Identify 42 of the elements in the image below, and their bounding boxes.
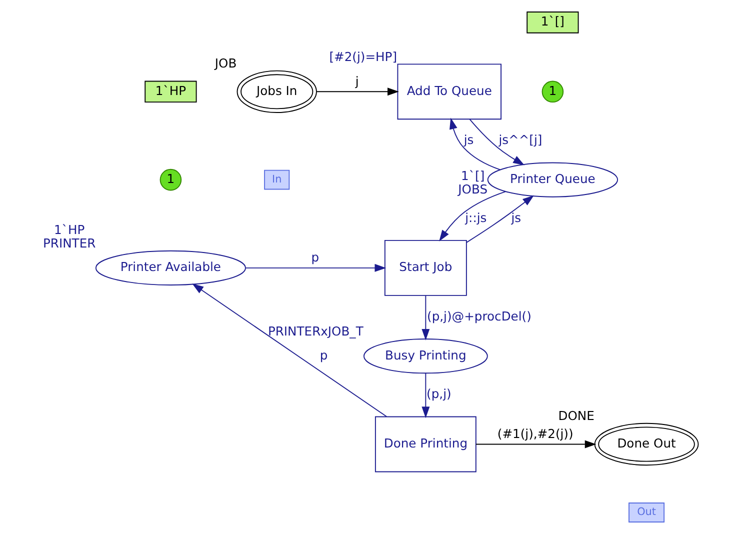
node-box: In — [264, 170, 290, 190]
arrow — [468, 118, 524, 166]
node-ellipse: Printer Queue — [486, 162, 618, 198]
node-ellipse: Done Out — [594, 422, 698, 466]
edge-label: p — [310, 250, 319, 265]
node-ellipse: Jobs In — [236, 70, 316, 113]
node-box: Start Job — [384, 240, 466, 296]
node-label: PRINTERxJOB_T — [267, 324, 363, 339]
node-label: PRINTER — [42, 236, 96, 250]
arrow — [244, 264, 386, 272]
arrow — [449, 118, 500, 170]
edge-label: js^^[j] — [498, 133, 542, 148]
node-box: Add To Queue — [396, 64, 501, 120]
edge-label: p — [319, 348, 328, 362]
edge-label: (p,j) — [426, 387, 451, 402]
node-label: 1`[] — [460, 169, 484, 184]
node-label: JOBS — [458, 182, 488, 196]
node-label: DONE — [558, 408, 594, 423]
node-label: JOB — [214, 56, 236, 70]
edge-label: j — [354, 74, 358, 88]
arrow — [192, 284, 387, 418]
arrow — [438, 191, 506, 242]
arrow — [421, 295, 430, 340]
arrow — [421, 372, 430, 418]
node-circle: 1 — [159, 168, 182, 191]
edge-label: js — [510, 210, 521, 225]
node-ellipse: Printer Available — [94, 250, 246, 286]
edge-label: (#1(j),#2(j)) — [496, 426, 573, 441]
node-label: 1`HP — [53, 223, 84, 238]
arrow — [316, 88, 398, 96]
node-box: 1`[] — [526, 12, 578, 34]
edge-label: (p,j)@+procDel() — [426, 309, 531, 324]
arrow — [466, 195, 534, 243]
node-box: Out — [628, 502, 664, 522]
node-circle: 1 — [541, 80, 564, 103]
node-box: Done Printing — [374, 416, 476, 472]
arrow — [475, 440, 596, 448]
node-ellipse: Busy Printing — [362, 338, 488, 374]
edge-label: js — [463, 133, 474, 148]
node-box: 1`HP — [144, 80, 196, 103]
edge-label: j::js — [464, 210, 486, 225]
node-label: [#2(j)=HP] — [328, 50, 397, 64]
